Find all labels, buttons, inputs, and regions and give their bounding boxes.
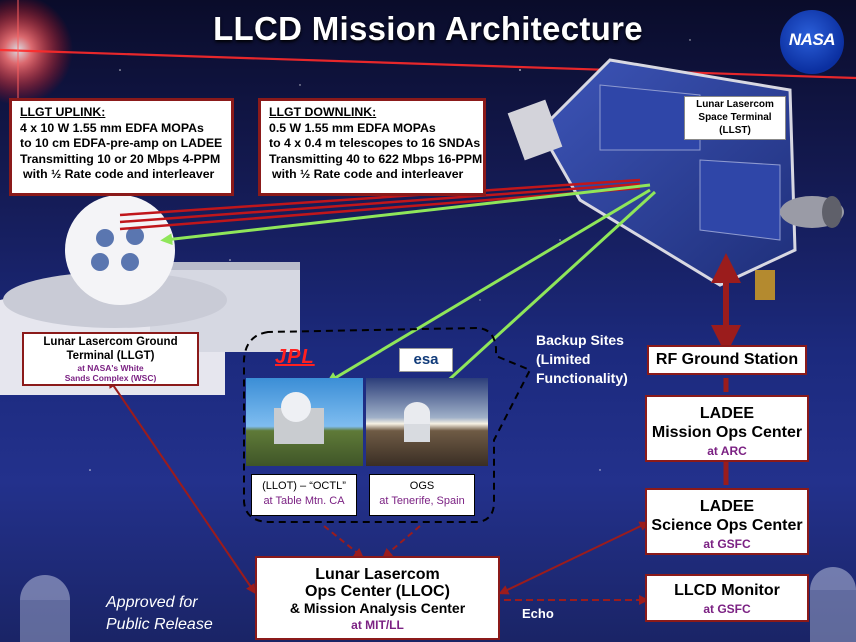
release-note-line: Approved for [106, 594, 198, 611]
nasa-logo-text: NASA [788, 30, 836, 49]
release-note-line: Public Release [106, 616, 213, 633]
nasa-logo: NASA [780, 10, 844, 74]
uplink-heading: LLGT UPLINK: [20, 105, 106, 119]
downlink-line: Transmitting 40 to 622 Mbps 16-PPM [269, 151, 483, 166]
mission-ops-location: at ARC [707, 444, 747, 458]
ogs-location: at Tenerife, Spain [379, 495, 465, 507]
uplink-line: Transmitting 10 or 20 Mbps 4-PPM [20, 151, 221, 166]
llgt-line: Lunar Lasercom Ground [43, 336, 178, 348]
llcd-monitor-box: LLCD Monitor at GSFC [645, 574, 809, 622]
llcd-monitor-location: at GSFC [703, 602, 751, 616]
llgt-sub: at NASA's White [77, 363, 144, 373]
downlink-beams [160, 183, 657, 401]
mission-ops-box: LADEE Mission Ops Center at ARC [645, 395, 809, 462]
rf-ground-station-label: RF Ground Station [655, 351, 799, 368]
jpl-logo: JPL [275, 346, 315, 368]
llgt-label: Lunar Lasercom Ground Terminal (LLGT) at… [22, 332, 199, 386]
llst-line: Lunar Lasercom [696, 99, 774, 110]
uplink-line: with ½ Rate code and interleaver [23, 167, 215, 181]
downlink-info-box: LLGT DOWNLINK: 0.5 W 1.55 mm EDFA MOPAs … [258, 98, 486, 196]
science-ops-location: at GSFC [703, 537, 751, 551]
uplink-line: 4 x 10 W 1.55 mm EDFA MOPAs [20, 120, 204, 135]
downlink-line: with ½ Rate code and interleaver [272, 167, 464, 181]
lloc-line: Ops Center (LLOC) [305, 583, 450, 600]
octl-location: at Table Mtn. CA [263, 495, 345, 507]
backup-line: Backup Sites [536, 332, 624, 348]
bg-observatory-right [810, 567, 856, 642]
ladee-spacecraft-illustration [507, 58, 844, 300]
lloc-line: & Mission Analysis Center [289, 600, 466, 616]
esa-logo: esa [399, 348, 453, 372]
downlink-heading: LLGT DOWNLINK: [269, 105, 377, 119]
echo-label: Echo [522, 606, 554, 621]
rf-ground-station-box: RF Ground Station [647, 345, 807, 375]
ogs-name: OGS [409, 480, 435, 492]
octl-name: (LLOT) – “OCTL” [262, 480, 346, 492]
octl-dome [281, 392, 311, 422]
llgt-sub: Sands Complex (WSC) [64, 373, 157, 383]
mission-ops-line: LADEE [699, 405, 755, 422]
ogs-caption: OGS at Tenerife, Spain [369, 474, 475, 516]
llgt-line: Terminal (LLGT) [66, 349, 155, 362]
lloc-box: Lunar Lasercom Ops Center (LLOC) & Missi… [255, 556, 500, 640]
lloc-line: Lunar Lasercom [315, 566, 440, 583]
mission-ops-line: Mission Ops Center [651, 424, 803, 441]
connectors [108, 253, 741, 605]
ogs-photo [366, 378, 488, 466]
science-ops-line: Science Ops Center [651, 517, 803, 534]
page-title: LLCD Mission Architecture [213, 10, 643, 47]
llst-label: Lunar Lasercom Space Terminal (LLST) [684, 96, 786, 140]
backup-line: (Limited [536, 351, 591, 367]
octl-photo [246, 378, 363, 466]
backup-sites-label: Backup Sites (Limited Functionality) [536, 331, 628, 388]
octl-caption: (LLOT) – “OCTL” at Table Mtn. CA [251, 474, 357, 516]
backup-line: Functionality) [536, 370, 628, 386]
ogs-dome [404, 402, 430, 424]
llst-line: (LLST) [719, 125, 751, 136]
llcd-monitor-label: LLCD Monitor [674, 582, 780, 599]
laser-flare [0, 0, 856, 110]
bg-observatory-left [20, 575, 70, 642]
uplink-line: to 10 cm EDFA-pre-amp on LADEE [20, 136, 223, 150]
backup-sites-boundary [242, 326, 532, 523]
science-ops-line: LADEE [699, 498, 755, 515]
downlink-line: 0.5 W 1.55 mm EDFA MOPAs [269, 120, 436, 135]
esa-logo-text: esa [413, 351, 439, 368]
stars [89, 39, 691, 471]
science-ops-box: LADEE Science Ops Center at GSFC [645, 488, 809, 555]
uplink-info-box: LLGT UPLINK: 4 x 10 W 1.55 mm EDFA MOPAs… [9, 98, 234, 196]
llst-line: Space Terminal [698, 112, 772, 123]
release-note: Approved for Public Release [106, 592, 213, 636]
lloc-location: at MIT/LL [351, 618, 404, 632]
downlink-line: to 4 x 0.4 m telescopes to 16 SNDAs [269, 136, 481, 150]
